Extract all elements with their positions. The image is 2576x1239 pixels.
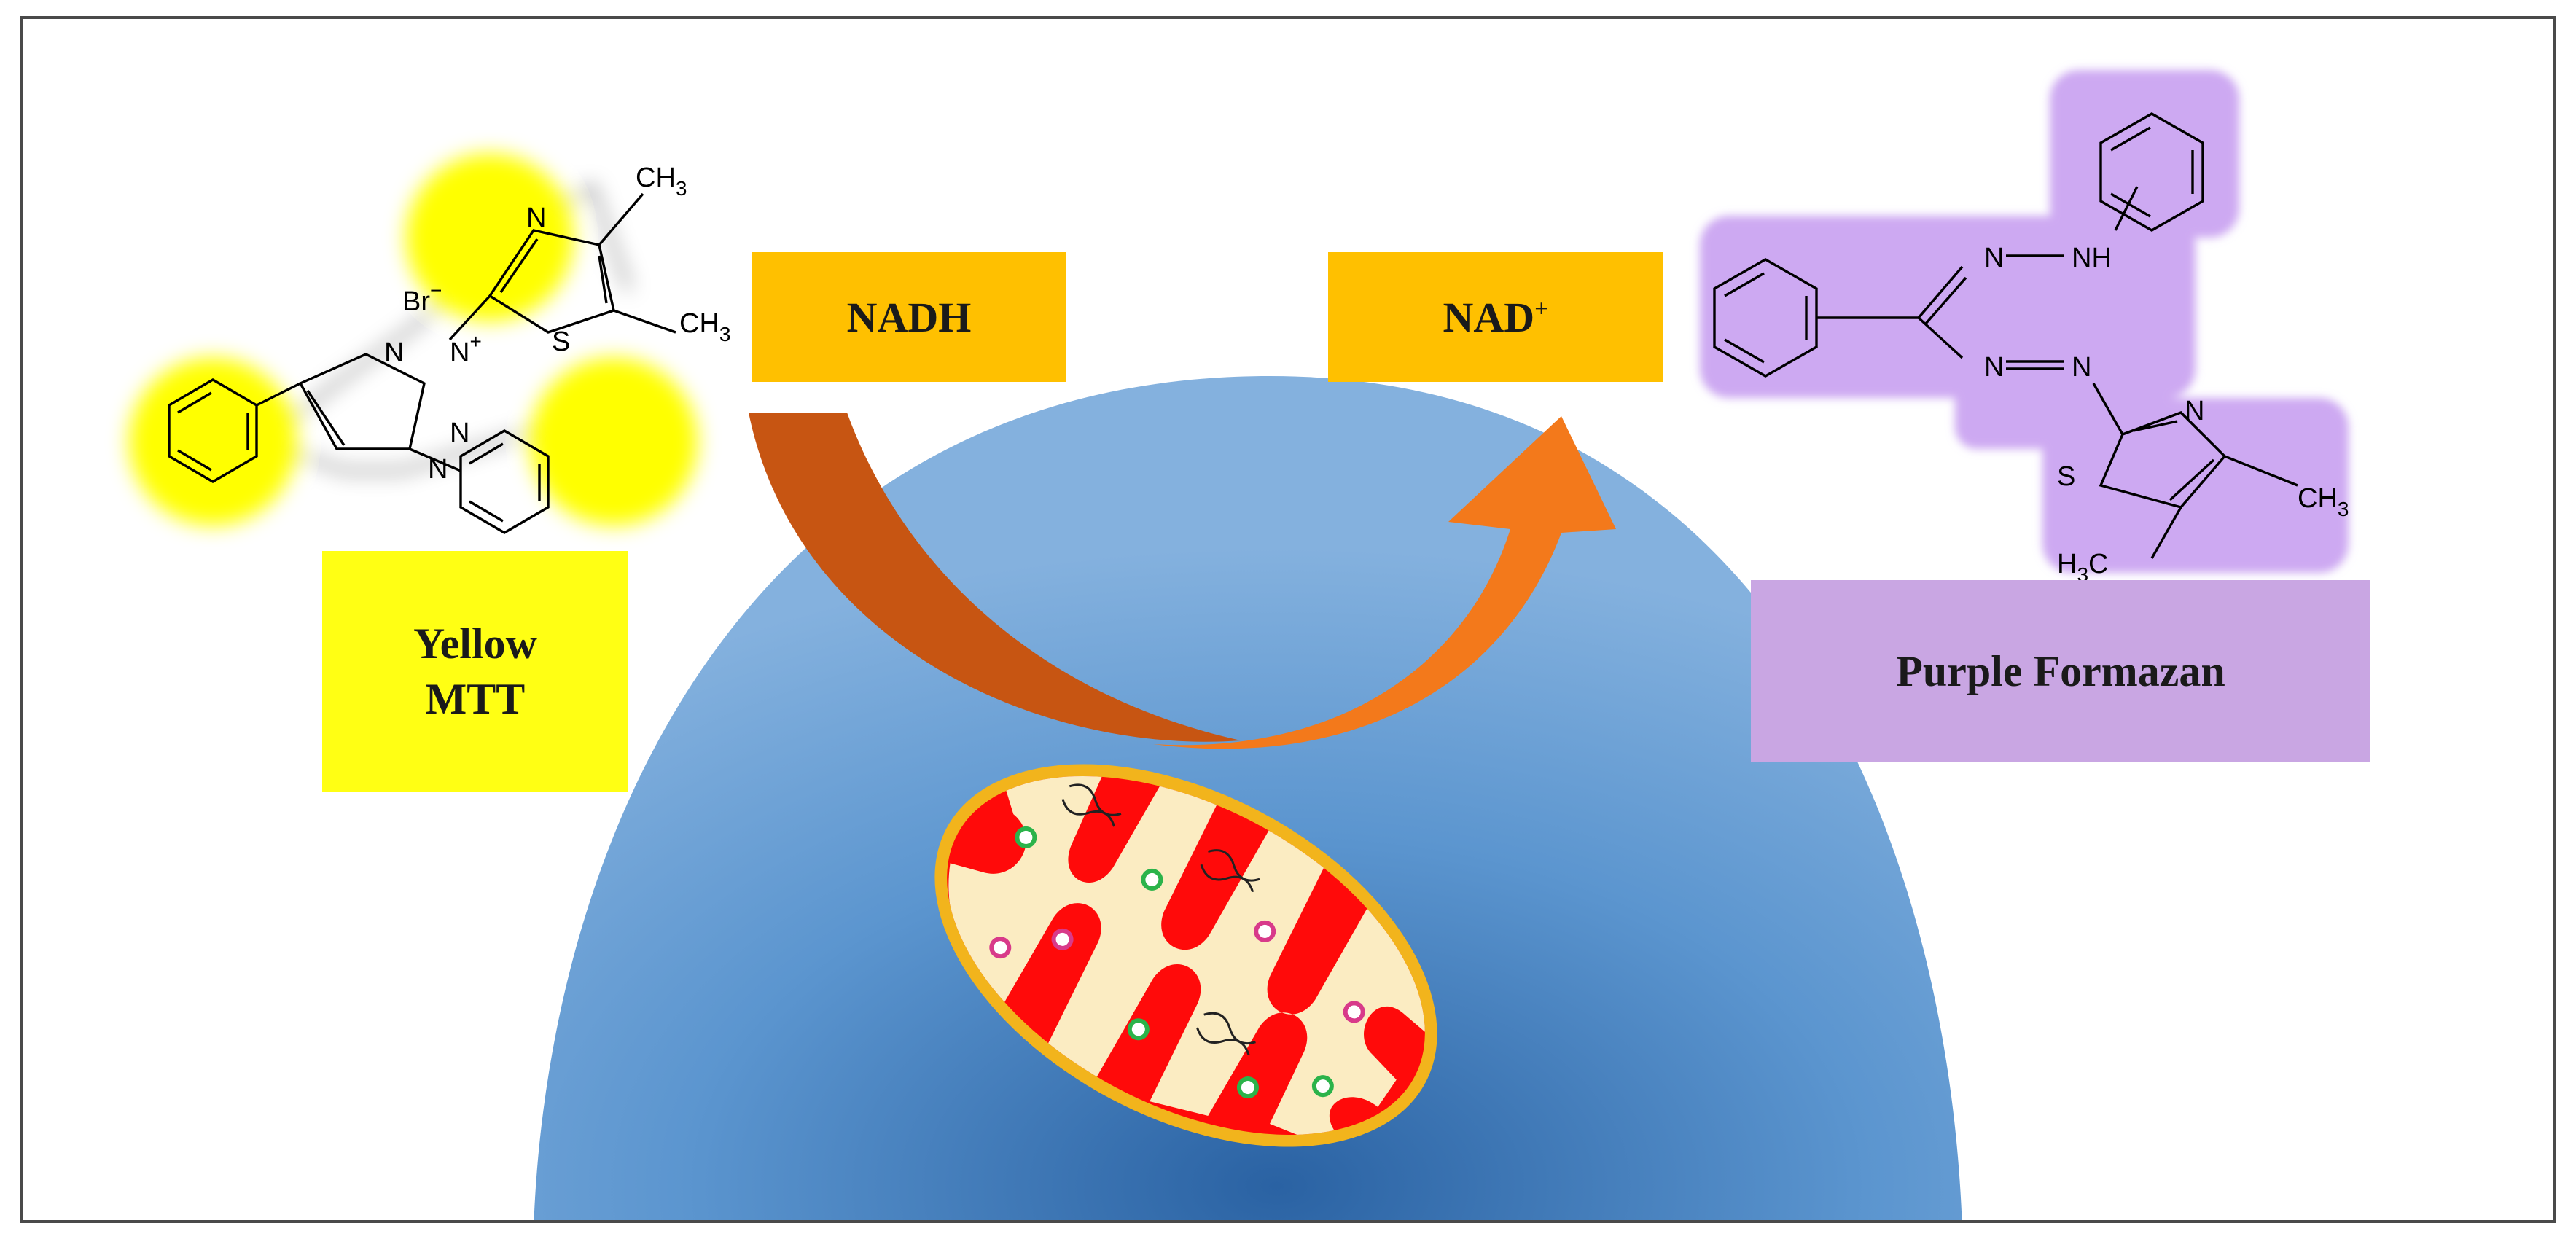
formazan-thiazole-s: S bbox=[2057, 461, 2075, 492]
formazan-structure: N NH N N N S CH3 H3C bbox=[1700, 70, 2349, 586]
purple-formazan-text: Purple Formazan bbox=[1896, 647, 2225, 695]
mtt-thiazole-s: S bbox=[552, 327, 570, 357]
formazan-n1: N bbox=[1984, 243, 2004, 273]
nad-text: NAD+ bbox=[1443, 293, 1549, 341]
nadh-text: NADH bbox=[846, 293, 972, 341]
nad-label: NAD+ bbox=[1328, 252, 1663, 382]
yellow-mtt-line2: MTT bbox=[425, 675, 526, 723]
formazan-thiazole-n: N bbox=[2185, 396, 2204, 426]
reduction-arrow-left bbox=[749, 413, 1241, 742]
reduction-arrow-right bbox=[1153, 416, 1616, 749]
mtt-thiazole-n: N bbox=[526, 203, 546, 233]
formazan-methyl-right: CH3 bbox=[2298, 483, 2349, 520]
formazan-nh: NH bbox=[2072, 243, 2112, 273]
formazan-n2: N bbox=[1984, 352, 2004, 383]
nadh-label: NADH bbox=[752, 252, 1066, 382]
purple-formazan-label: Purple Formazan bbox=[1751, 580, 2370, 762]
mtt-n3: N bbox=[450, 418, 469, 448]
yellow-mtt-line1: Yellow bbox=[413, 620, 537, 668]
mitochondrion bbox=[934, 745, 1437, 1149]
mtt-bromide: Br− bbox=[402, 279, 442, 317]
mtt-n4: N bbox=[428, 454, 448, 485]
mtt-structure: Br− N N+ N N N S CH3 CH3 bbox=[129, 154, 730, 534]
mtt-n2: N+ bbox=[450, 330, 482, 368]
figure-frame: Br− N N+ N N N S CH3 CH3 bbox=[20, 16, 2556, 1223]
mtt-methyl-1: CH3 bbox=[636, 163, 687, 200]
mtt-n1: N bbox=[384, 337, 404, 368]
mtt-assay-diagram: Br− N N+ N N N S CH3 CH3 bbox=[129, 70, 2349, 1220]
mtt-methyl-2: CH3 bbox=[679, 308, 730, 345]
intermembrane-space bbox=[948, 745, 1433, 1149]
matrix-granules bbox=[989, 826, 1365, 1099]
formazan-n3: N bbox=[2072, 352, 2091, 383]
mtdna-icon bbox=[1061, 783, 1260, 1055]
yellow-mtt-label: Yellow MTT bbox=[322, 551, 628, 792]
